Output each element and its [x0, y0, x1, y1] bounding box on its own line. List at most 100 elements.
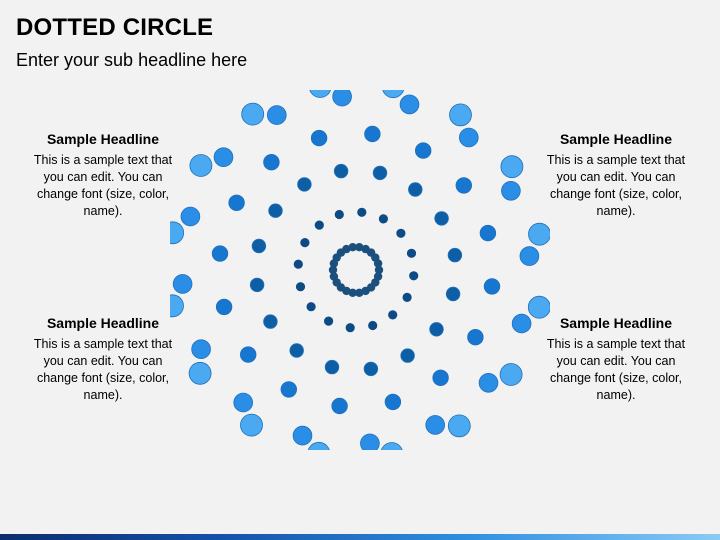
ring-4-dot — [310, 129, 328, 147]
ring-6-dot — [449, 103, 472, 127]
ring-5-dot — [501, 181, 521, 201]
ring-4-dot — [432, 369, 449, 387]
ring-3-dot — [408, 182, 423, 197]
ring-4-dot — [211, 245, 229, 262]
text-block-top-right: Sample Headline This is a sample text th… — [546, 130, 686, 220]
ring-2-dot — [402, 292, 412, 302]
ring-6-dot — [240, 413, 263, 437]
ring-4-dot — [239, 346, 257, 363]
ring-3-dot — [289, 343, 304, 358]
ring-4-dot — [384, 393, 402, 411]
ring-4-dot — [467, 328, 484, 346]
ring-1-dot — [329, 272, 339, 281]
ring-6-dot — [307, 441, 330, 450]
ring-3-dot — [333, 163, 349, 179]
ring-2-dot — [409, 271, 419, 281]
ring-6-dot — [528, 222, 550, 246]
ring-1-dot — [328, 265, 338, 275]
ring-3-dot — [263, 314, 278, 329]
ring-2-dot — [295, 282, 306, 292]
ring-3-dot — [434, 211, 449, 226]
ring-5-dot — [191, 339, 211, 360]
ring-4-dot — [280, 381, 298, 398]
ring-3-dot — [400, 348, 415, 363]
ring-6-dot — [170, 294, 184, 318]
dotted-circle-diagram — [170, 90, 550, 450]
ring-1-dot — [355, 288, 364, 297]
ring-2-dot — [300, 238, 310, 248]
page-subtitle: Enter your sub headline here — [16, 50, 248, 70]
ring-2-dot — [314, 220, 324, 230]
ring-3-dot — [297, 177, 312, 192]
bottom-accent-bar — [0, 534, 720, 540]
ring-1-dot — [355, 243, 364, 252]
ring-2-dot — [345, 323, 355, 333]
ring-5-dot — [478, 372, 499, 393]
ring-6-dot — [447, 414, 471, 438]
ring-3-dot — [249, 277, 265, 293]
ring-2-dot — [324, 316, 334, 326]
ring-3-dot — [447, 247, 463, 263]
ring-4-dot — [479, 224, 497, 242]
ring-5-dot — [172, 274, 193, 294]
ring-6-dot — [170, 221, 185, 245]
ring-6-dot — [309, 90, 332, 98]
ring-5-dot — [519, 246, 540, 266]
ring-6-dot — [188, 361, 212, 385]
ring-3-dot — [372, 165, 388, 181]
ring-5-dot — [399, 94, 420, 115]
ring-4-dot — [414, 142, 432, 159]
block-headline: Sample Headline — [559, 315, 673, 331]
page-title: DOTTED CIRCLE — [16, 14, 214, 41]
ring-5-dot — [180, 206, 201, 227]
ring-3-dot — [363, 361, 379, 377]
ring-4-dot — [483, 278, 501, 295]
ring-2-dot — [388, 310, 398, 320]
ring-2-dot — [293, 259, 303, 269]
ring-1-dot — [373, 259, 383, 268]
block-headline: Sample Headline — [46, 315, 160, 331]
ring-1-dot — [374, 265, 384, 275]
block-headline: Sample Headline — [46, 131, 160, 147]
ring-5-dot — [267, 105, 287, 125]
ring-2-dot — [368, 320, 378, 331]
ring-5-dot — [292, 425, 313, 446]
ring-4-dot — [228, 194, 245, 212]
ring-5-dot — [360, 433, 380, 450]
ring-2-dot — [378, 214, 388, 224]
ring-6-dot — [499, 363, 523, 386]
ring-2-dot — [396, 228, 406, 238]
ring-1-dot — [348, 288, 357, 297]
block-body: This is a sample text that you can edit.… — [546, 337, 686, 402]
ring-3-dot — [445, 286, 461, 302]
ring-6-dot — [241, 102, 265, 126]
ring-1-dot — [348, 243, 357, 252]
ring-4-dot — [215, 298, 233, 316]
ring-5-dot — [458, 127, 479, 148]
ring-3-dot — [251, 238, 267, 254]
ring-4-dot — [364, 125, 381, 143]
ring-2-dot — [357, 207, 367, 217]
ring-5-dot — [233, 392, 253, 413]
ring-5-dot — [213, 147, 234, 167]
ring-1-dot — [342, 244, 351, 254]
block-body: This is a sample text that you can edit.… — [546, 153, 686, 218]
ring-4-dot — [455, 177, 473, 194]
ring-6-dot — [500, 155, 524, 179]
ring-3-dot — [324, 359, 340, 375]
ring-6-dot — [382, 90, 405, 99]
ring-5-dot — [425, 415, 446, 435]
ring-2-dot — [334, 209, 344, 220]
ring-4-dot — [331, 397, 348, 415]
ring-1-dot — [361, 286, 370, 296]
ring-2-dot — [406, 248, 417, 258]
ring-6-dot — [189, 154, 213, 177]
block-body: This is a sample text that you can edit.… — [33, 337, 173, 402]
text-block-bottom-right: Sample Headline This is a sample text th… — [546, 314, 686, 404]
ring-6-dot — [527, 295, 550, 319]
ring-6-dot — [380, 442, 403, 450]
ring-5-dot — [332, 90, 352, 107]
ring-2-dot — [306, 302, 316, 312]
text-block-top-left: Sample Headline This is a sample text th… — [33, 130, 173, 220]
text-block-bottom-left: Sample Headline This is a sample text th… — [33, 314, 173, 404]
